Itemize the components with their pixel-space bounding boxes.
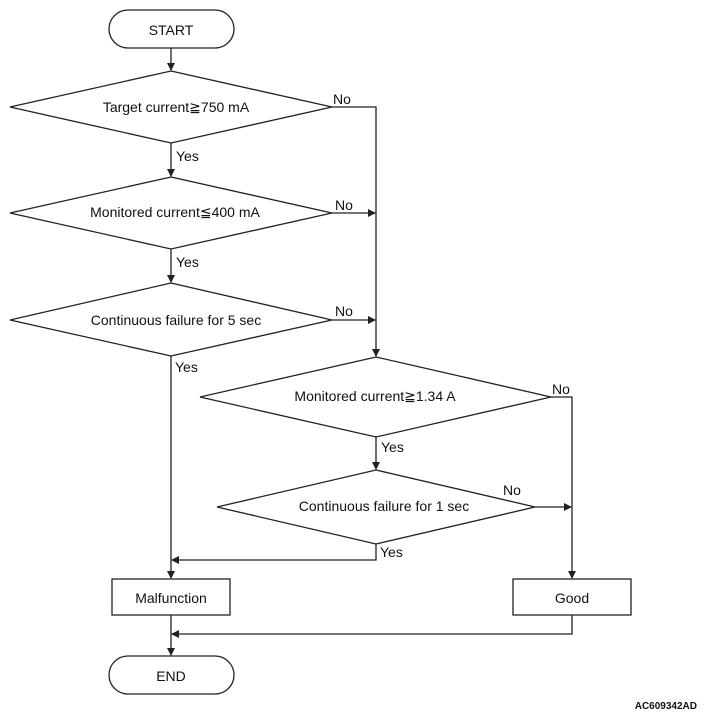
decision-4-text: Monitored current≧1.34 A (294, 388, 456, 404)
decision-2-text: Monitored current≦400 mA (90, 204, 260, 220)
end-terminal: END (108, 655, 235, 695)
good-box: Good (512, 578, 632, 616)
decision-target-current: Target current≧750 mA (9, 70, 333, 144)
connector-d5-malfunction-yes (171, 544, 377, 564)
good-label: Good (555, 590, 589, 606)
connector-no-trunk-to-d4 (332, 106, 380, 357)
end-label: END (156, 668, 186, 684)
yes-label-d5: Yes (380, 544, 403, 560)
malfunction-label: Malfunction (135, 590, 207, 606)
yes-label-d4: Yes (381, 439, 404, 455)
no-label-d4: No (552, 381, 570, 397)
decision-3-text: Continuous failure for 5 sec (91, 312, 261, 328)
decision-5-text: Continuous failure for 1 sec (299, 498, 469, 514)
yes-label-d1: Yes (176, 148, 199, 164)
start-terminal: START (108, 9, 235, 49)
connector-d4-good-no (551, 396, 576, 579)
decision-monitored-current-high: Monitored current≧1.34 A (199, 356, 552, 438)
decision-continuous-failure-5s: Continuous failure for 5 sec (9, 282, 333, 357)
figure-code: AC609342AD (635, 701, 697, 712)
start-label: START (149, 22, 194, 38)
no-label-d3: No (335, 303, 353, 319)
no-label-d2: No (335, 197, 353, 213)
yes-label-d3: Yes (175, 359, 198, 375)
decision-monitored-current-low: Monitored current≦400 mA (9, 176, 333, 250)
yes-label-d2: Yes (176, 254, 199, 270)
decision-1-text: Target current≧750 mA (103, 99, 250, 115)
no-label-d1: No (333, 91, 351, 107)
no-label-d5: No (503, 482, 521, 498)
malfunction-box: Malfunction (111, 578, 231, 616)
connector-good-merge (171, 615, 573, 638)
decision-continuous-failure-1s: Continuous failure for 1 sec (216, 469, 536, 545)
